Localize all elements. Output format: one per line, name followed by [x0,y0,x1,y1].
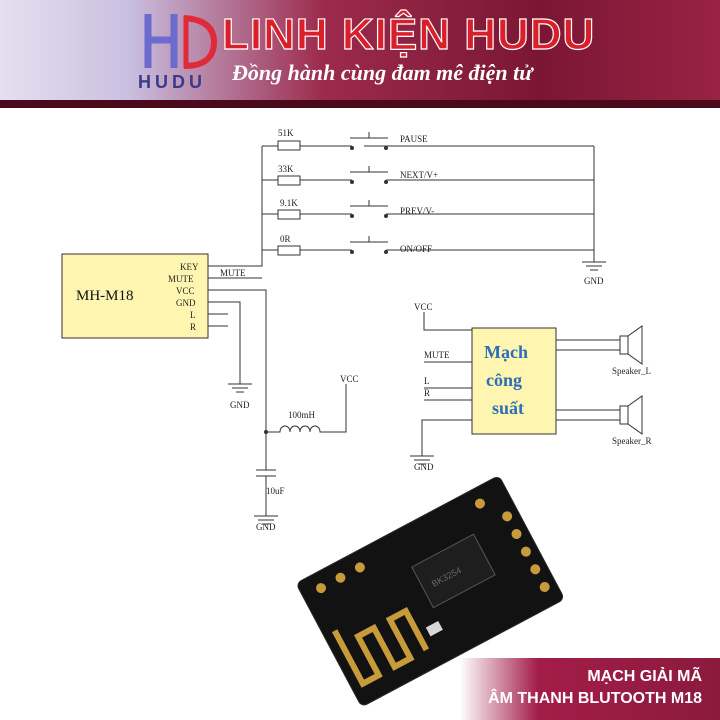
caption-box: MẠCH GIẢI MÃ ÂM THANH BLUTOOTH M18 [460,658,720,720]
module-photo: BK3254 [297,476,564,706]
amp-line-3: suất [492,398,524,418]
button-row-3: 9.1K PREV/V- [277,198,594,220]
capacitor-label: 10uF [266,486,285,496]
button-row-1: 51K PAUSE [277,128,594,151]
button-label: NEXT/V+ [400,170,438,180]
gnd-label-cap: GND [256,522,276,532]
resistor-label: 33K [278,164,294,174]
button-label: ON/OFF [400,244,432,254]
lr-stubs [208,313,228,327]
gnd-label-bus: GND [584,276,604,286]
resistor-label: 9.1K [280,198,298,208]
pin-key: KEY [180,262,199,272]
amp-vcc-wire [423,312,472,331]
gnd-symbol-bus [582,146,606,271]
button-label: PAUSE [400,134,428,144]
vcc-label-1: VCC [340,374,359,384]
speaker-right-icon [556,395,643,435]
gnd-symbol-module [208,301,252,393]
pin-l: L [190,310,196,320]
resistor-label: 51K [278,128,294,138]
vcc-label-2: VCC [414,302,433,312]
module-box [61,253,209,339]
button-row-4: 0R ON/OFF [277,234,594,256]
hudu-logo-icon [144,14,218,69]
amp-input-r: R [424,388,430,398]
amp-input-l: L [424,376,430,386]
brand-tagline: Đồng hành cùng đam mê điện tử [232,60,533,85]
mute-net-label: MUTE [220,268,246,278]
caption-line-1: MẠCH GIẢI MÃ [587,668,702,685]
capacitor [254,469,278,525]
speaker-left-label: Speaker_L [612,366,651,376]
key-bus-wire [208,145,278,267]
pin-gnd: GND [176,298,196,308]
speaker-left-icon [556,325,643,365]
button-row-2: 33K NEXT/V+ [277,164,594,186]
banner-band [0,100,720,108]
pin-vcc: VCC [176,286,195,296]
header-banner: HUDU LINH KIỆN HUDU Đồng hành cùng đam m… [0,0,720,108]
speaker-right-label: Speaker_R [612,436,652,446]
inductor-label: 100mH [288,410,316,420]
amp-line-2: công [486,370,522,390]
pin-mute: MUTE [168,274,194,284]
gnd-symbol-amp [410,419,472,465]
gnd-label-amp: GND [414,462,434,472]
vcc-wire [208,289,267,470]
amp-line-1: Mạch [484,342,528,362]
gnd-label-module: GND [230,400,250,410]
amp-input-mute: MUTE [424,350,450,360]
caption-line-2: ÂM THANH BLUTOOTH M18 [488,690,702,707]
button-label: PREV/V- [400,206,434,216]
amp-box [471,327,557,435]
resistor-label: 0R [280,234,291,244]
pin-r: R [190,322,196,332]
brand-title: LINH KIỆN HUDU [221,9,596,59]
module-label: MH-M18 [76,288,134,304]
schematic-diagram: MH-M18 KEY MUTE VCC GND L R MUTE 51K PAU… [61,128,652,706]
logo-text: HUDU [138,72,206,92]
inductor [266,384,347,433]
